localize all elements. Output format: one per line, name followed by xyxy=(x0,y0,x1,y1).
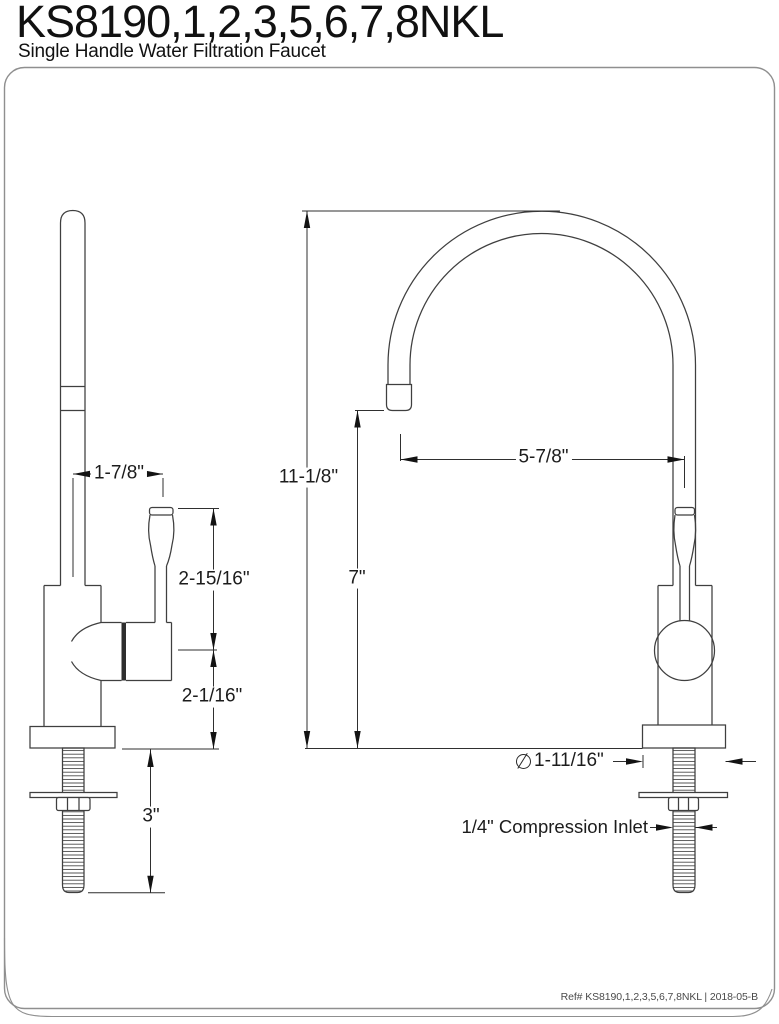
diameter-icon xyxy=(516,752,531,769)
side-view-faucet xyxy=(29,209,175,894)
front-view-faucet xyxy=(385,210,729,894)
dim-spout-reach: 5-7/8" xyxy=(515,446,572,468)
dim-valve-center-to-deck: 2-1/16" xyxy=(178,686,246,708)
dim-shank-length: 3" xyxy=(139,806,163,828)
dim-spout-outlet-height: 7" xyxy=(345,567,369,589)
page-title: KS8190,1,2,3,5,6,7,8NKL xyxy=(16,0,504,47)
dim-overall-height: 11-1/8" xyxy=(275,466,342,488)
page-subtitle: Single Handle Water Filtration Faucet xyxy=(18,41,326,62)
dim-base-diameter-value: 1-11/16" xyxy=(534,750,604,771)
dim-handle-top-to-valve-center: 2-15/16" xyxy=(175,569,253,591)
dim-base-diameter: 1-11/16" xyxy=(516,749,604,773)
side-view-dimension-lines xyxy=(72,470,219,894)
dim-spout-to-handle-offset: 1-7/8" xyxy=(90,462,148,484)
footer-reference: Ref# KS8190,1,2,3,5,6,7,8NKL | 2018-05-B xyxy=(560,991,759,1003)
sheet-border xyxy=(3,66,776,1018)
inlet-note: 1/4" Compression Inlet xyxy=(461,816,648,837)
